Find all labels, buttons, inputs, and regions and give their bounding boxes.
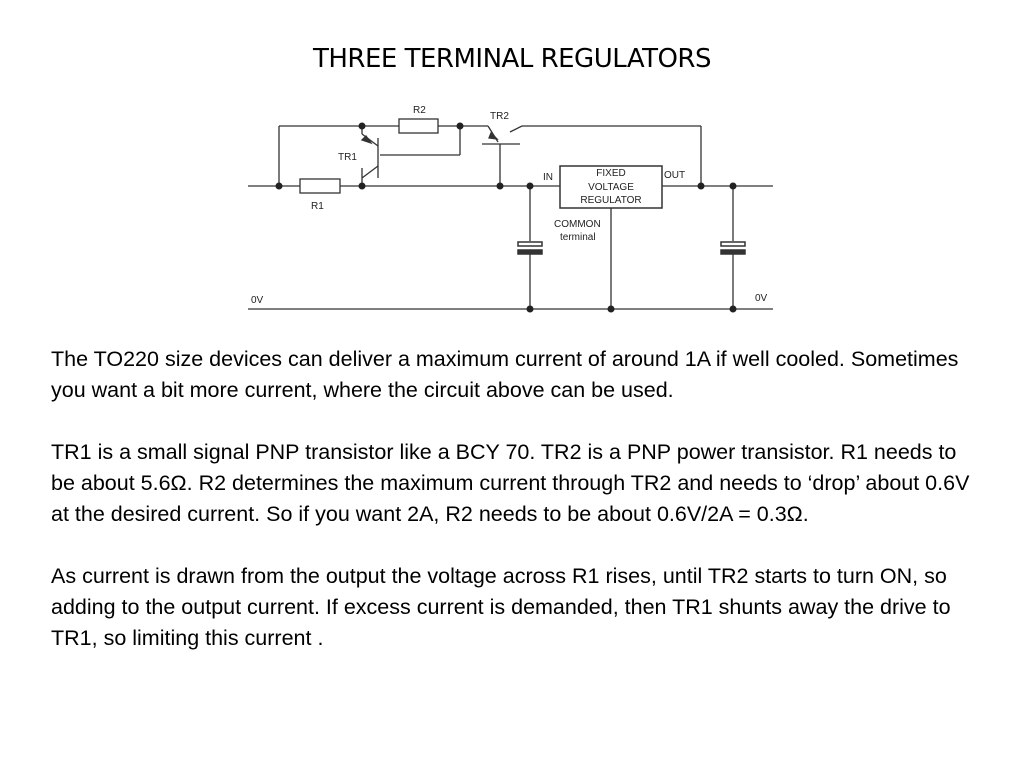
output-capacitor [720, 241, 746, 255]
junction-dot [275, 182, 283, 190]
input-capacitor [517, 241, 543, 255]
junction-dot [729, 182, 737, 190]
label-r1: R1 [311, 201, 324, 212]
junction-dot [729, 305, 737, 313]
label-in: IN [543, 172, 553, 183]
paragraph-2: TR1 is a small signal PNP transistor lik… [51, 440, 970, 526]
label-common: COMMON [554, 219, 601, 230]
tr2-transistor [487, 125, 499, 143]
junction-dot [697, 182, 705, 190]
fixed-voltage-regulator-box [559, 165, 663, 209]
junction-dot [358, 182, 366, 190]
body-text: The TO220 size devices can deliver a max… [51, 344, 981, 685]
paragraph-1: The TO220 size devices can deliver a max… [51, 347, 959, 402]
regulator-label-fixed: FIXED [596, 168, 625, 179]
label-tr1: TR1 [338, 152, 357, 163]
tr2-emitter-lead [509, 125, 523, 133]
label-zero-volt-left: 0V [251, 295, 264, 306]
r1-resistor [299, 178, 341, 194]
paragraph-3: As current is drawn from the output the … [51, 564, 951, 650]
junction-dot [526, 182, 534, 190]
tr1-transistor [360, 126, 379, 179]
junction-dot [358, 122, 366, 130]
slide-title: THREE TERMINAL REGULATORS [312, 44, 712, 74]
junction-dot [607, 305, 615, 313]
junction-dot [496, 182, 504, 190]
regulator-label-voltage: VOLTAGE [588, 182, 634, 193]
label-r2: R2 [413, 105, 426, 116]
regulator-circuit-diagram: R2 R1 TR1 TR2 IN OUT FIXED VOLTAGE REGUL… [248, 105, 773, 313]
regulator-label-regulator: REGULATOR [580, 195, 641, 206]
junction-dot [526, 305, 534, 313]
label-terminal: terminal [560, 232, 596, 243]
label-zero-volt-right: 0V [755, 293, 768, 304]
label-out: OUT [664, 170, 685, 181]
label-tr2: TR2 [490, 111, 509, 122]
r2-resistor [398, 118, 439, 134]
junction-dot [456, 122, 464, 130]
